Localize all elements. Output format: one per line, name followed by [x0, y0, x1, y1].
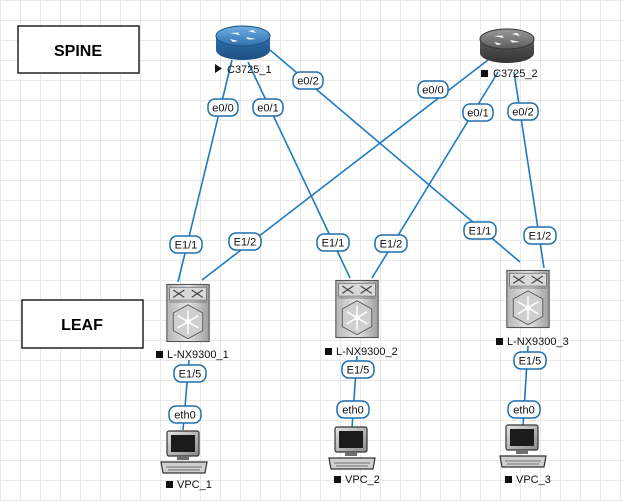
pc-vpc-1[interactable]: VPC_1	[160, 430, 212, 491]
stopped-status-icon	[334, 476, 341, 483]
node-label: VPC_1	[177, 479, 212, 491]
svg-text:e0/2: e0/2	[297, 76, 318, 88]
stopped-status-icon	[166, 481, 173, 488]
svg-text:E1/2: E1/2	[529, 231, 552, 243]
switch-l-nx9300-1[interactable]: L-NX9300_1	[156, 283, 229, 361]
port-label[interactable]: eth0	[507, 400, 541, 419]
leaf-box: LEAF	[21, 299, 144, 349]
port-label[interactable]: E1/2	[228, 232, 262, 251]
pc-icon	[499, 424, 547, 468]
port-label[interactable]: E1/2	[374, 234, 408, 253]
stopped-status-icon	[496, 338, 503, 345]
svg-text:E1/2: E1/2	[380, 239, 403, 251]
svg-text:E1/1: E1/1	[322, 238, 345, 250]
spine-box: SPINE	[17, 25, 140, 74]
node-label: L-NX9300_1	[167, 349, 229, 361]
port-label[interactable]: e0/1	[252, 98, 284, 117]
port-label[interactable]: e0/2	[507, 102, 539, 121]
stopped-status-icon	[156, 351, 163, 358]
svg-text:eth0: eth0	[342, 405, 363, 417]
port-labels: e0/0 e0/1 e0/2 e0/0 e0/1 e0/2 E1/1	[168, 71, 557, 424]
node-label: VPC_2	[345, 474, 380, 486]
svg-text:E1/1: E1/1	[469, 226, 492, 238]
svg-text:E1/1: E1/1	[175, 240, 198, 252]
switch-l-nx9300-3[interactable]: L-NX9300_3	[496, 269, 569, 348]
port-label[interactable]: e0/1	[462, 103, 494, 122]
svg-text:E1/2: E1/2	[234, 237, 257, 249]
svg-text:eth0: eth0	[513, 405, 534, 417]
svg-text:e0/0: e0/0	[212, 103, 233, 115]
pc-vpc-2[interactable]: VPC_2	[328, 426, 380, 486]
router-icon	[479, 28, 535, 64]
stopped-status-icon	[325, 348, 332, 355]
port-label[interactable]: eth0	[336, 400, 370, 419]
stopped-status-icon	[505, 476, 512, 483]
svg-text:eth0: eth0	[174, 410, 195, 422]
svg-text:e0/1: e0/1	[467, 108, 488, 120]
stopped-status-icon	[481, 70, 488, 77]
spine-label: SPINE	[54, 43, 102, 60]
svg-text:E1/5: E1/5	[519, 356, 542, 368]
port-label[interactable]: E1/2	[523, 226, 557, 245]
pc-vpc-3[interactable]: VPC_3	[499, 424, 551, 486]
port-label[interactable]: E1/1	[463, 221, 497, 240]
switch-l-nx9300-2[interactable]: L-NX9300_2	[325, 279, 398, 358]
running-status-icon	[215, 64, 222, 73]
switch-icon	[506, 269, 550, 329]
node-label: L-NX9300_2	[336, 346, 398, 358]
router-c3725-1[interactable]: C3725_1	[215, 25, 272, 76]
node-label: C3725_1	[227, 64, 272, 76]
node-label: VPC_3	[516, 474, 551, 486]
svg-text:e0/2: e0/2	[512, 107, 533, 119]
port-label[interactable]: e0/0	[417, 80, 449, 99]
pc-icon	[328, 426, 376, 470]
port-label[interactable]: E1/1	[169, 235, 203, 254]
port-label[interactable]: eth0	[168, 405, 202, 424]
port-label[interactable]: E1/5	[513, 351, 547, 370]
svg-text:e0/1: e0/1	[257, 103, 278, 115]
svg-text:E1/5: E1/5	[179, 369, 202, 381]
leaf-label: LEAF	[61, 317, 103, 334]
port-label[interactable]: E1/1	[316, 233, 350, 252]
svg-text:E1/5: E1/5	[347, 365, 370, 377]
port-label[interactable]: e0/0	[207, 98, 239, 117]
switch-icon	[335, 279, 379, 339]
port-label[interactable]: E1/5	[173, 364, 207, 383]
svg-text:e0/0: e0/0	[422, 85, 443, 97]
node-label: L-NX9300_3	[507, 336, 569, 348]
port-label[interactable]: e0/2	[292, 71, 324, 90]
router-icon	[215, 25, 271, 61]
switch-icon	[166, 283, 210, 343]
router-c3725-2[interactable]: C3725_2	[479, 28, 538, 80]
node-label: C3725_2	[493, 68, 538, 80]
port-label[interactable]: E1/5	[341, 360, 375, 379]
pc-icon	[160, 430, 208, 474]
